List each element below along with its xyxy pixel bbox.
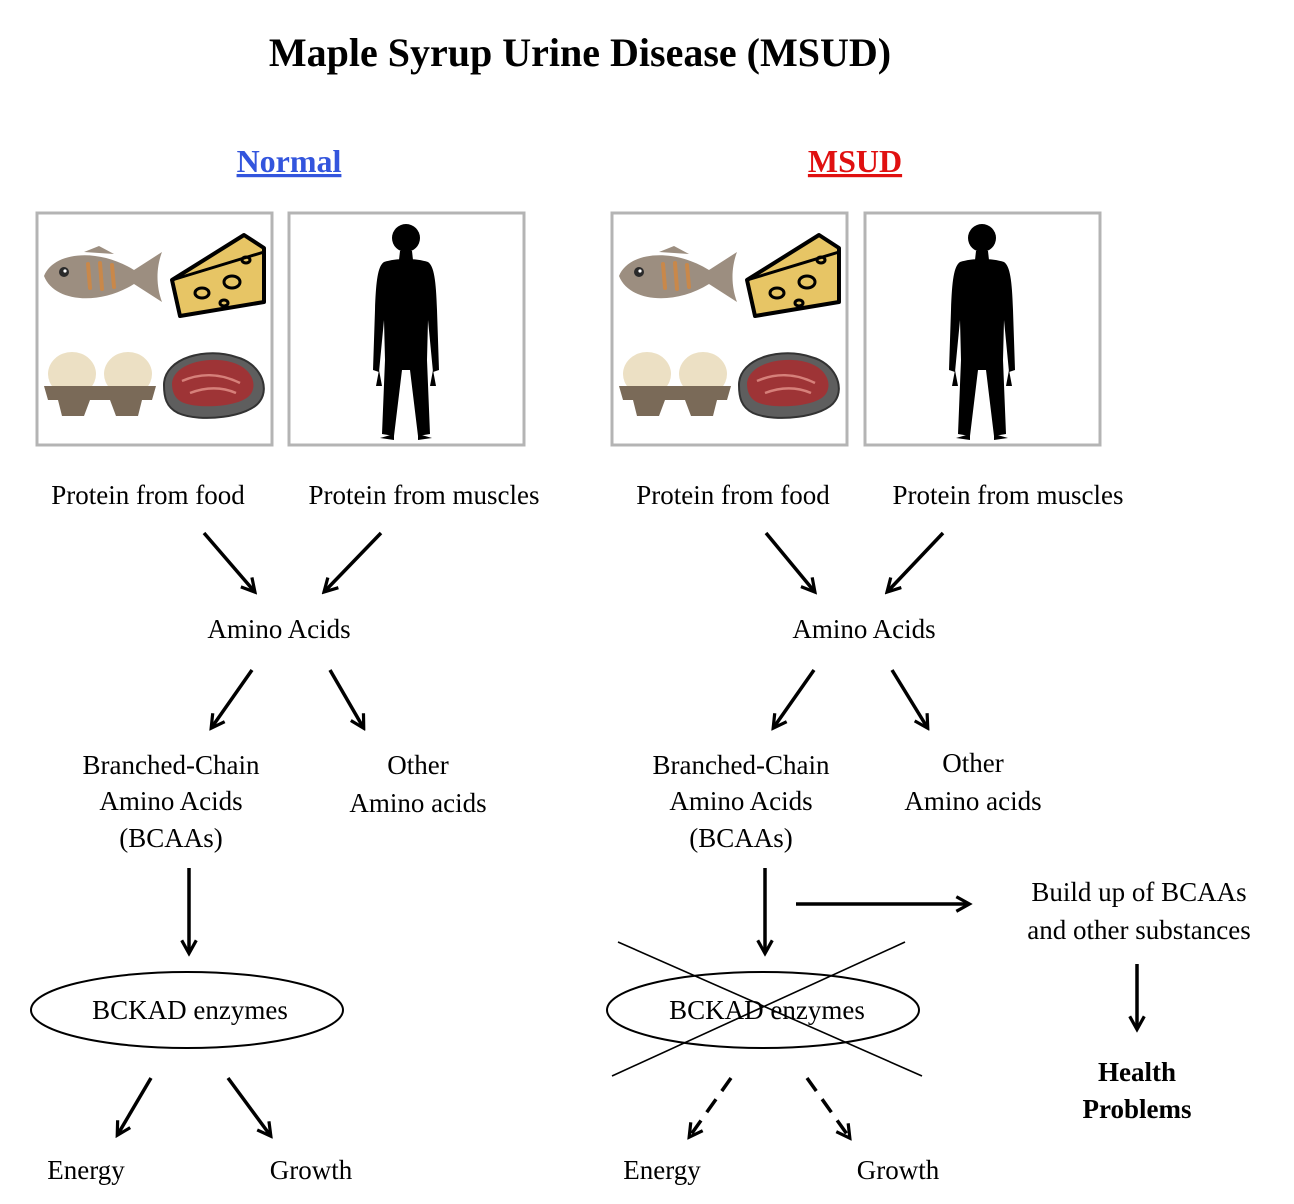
normal-growth: Growth	[270, 1155, 353, 1185]
normal-other-line1: Other	[387, 750, 448, 780]
steak-icon	[162, 351, 266, 420]
cross-out-line-2	[611, 941, 906, 1077]
dashed-arrow-to-growth	[805, 1076, 849, 1137]
msud-growth: Growth	[857, 1155, 940, 1185]
msud-header: MSUD	[808, 143, 902, 179]
msud-bcaa-line2: Amino Acids	[669, 786, 812, 816]
arrow-muscle-to-amino	[888, 531, 945, 591]
normal-enzyme-ellipse	[30, 971, 344, 1049]
msud-health-line1: Health	[1098, 1057, 1176, 1087]
normal-enzyme-label: BCKAD enzymes	[92, 995, 288, 1025]
arrow-amino-to-other	[328, 669, 363, 727]
msud-other-line2: Amino acids	[904, 786, 1041, 816]
arrow-amino-to-other	[890, 669, 927, 727]
dashed-arrow-to-energy	[690, 1076, 733, 1136]
arrow-food-to-amino	[764, 531, 814, 591]
normal-bcaa-line2: Amino Acids	[99, 786, 242, 816]
msud-amino-acids: Amino Acids	[792, 614, 935, 644]
arrow-muscle-to-amino	[325, 531, 383, 591]
msud-health-line2: Problems	[1083, 1094, 1192, 1124]
msud-enzyme-label: BCKAD enzymes	[669, 995, 865, 1025]
arrow-food-to-amino	[202, 531, 254, 591]
cross-out-line-1	[617, 941, 923, 1077]
arrow-amino-to-bcaa	[774, 668, 816, 727]
steak-icon	[737, 351, 841, 420]
msud-bcaa-line3: (BCAAs)	[689, 823, 793, 853]
arrow-enzyme-to-energy	[118, 1077, 153, 1134]
normal-header: Normal	[237, 143, 342, 179]
msud-enzyme-ellipse	[606, 971, 920, 1049]
msud-buildup-line2: and other substances	[1027, 915, 1250, 945]
normal-muscle-label: Protein from muscles	[309, 480, 540, 510]
arrow-amino-to-bcaa	[212, 668, 254, 727]
diagram-title: Maple Syrup Urine Disease (MSUD)	[269, 30, 891, 75]
normal-amino-acids: Amino Acids	[207, 614, 350, 644]
msud-muscle-label: Protein from muscles	[893, 480, 1124, 510]
normal-food-label: Protein from food	[51, 480, 245, 510]
msud-buildup-line1: Build up of BCAAs	[1031, 877, 1246, 907]
normal-energy: Energy	[47, 1155, 125, 1185]
msud-bcaa-line1: Branched-Chain	[653, 750, 830, 780]
normal-bcaa-line3: (BCAAs)	[119, 823, 223, 853]
msud-other-line1: Other	[942, 748, 1003, 778]
normal-other-line2: Amino acids	[349, 788, 486, 818]
msud-food-label: Protein from food	[636, 480, 830, 510]
normal-bcaa-line1: Branched-Chain	[83, 750, 260, 780]
msud-energy: Energy	[623, 1155, 701, 1185]
arrow-enzyme-to-growth	[226, 1076, 270, 1135]
